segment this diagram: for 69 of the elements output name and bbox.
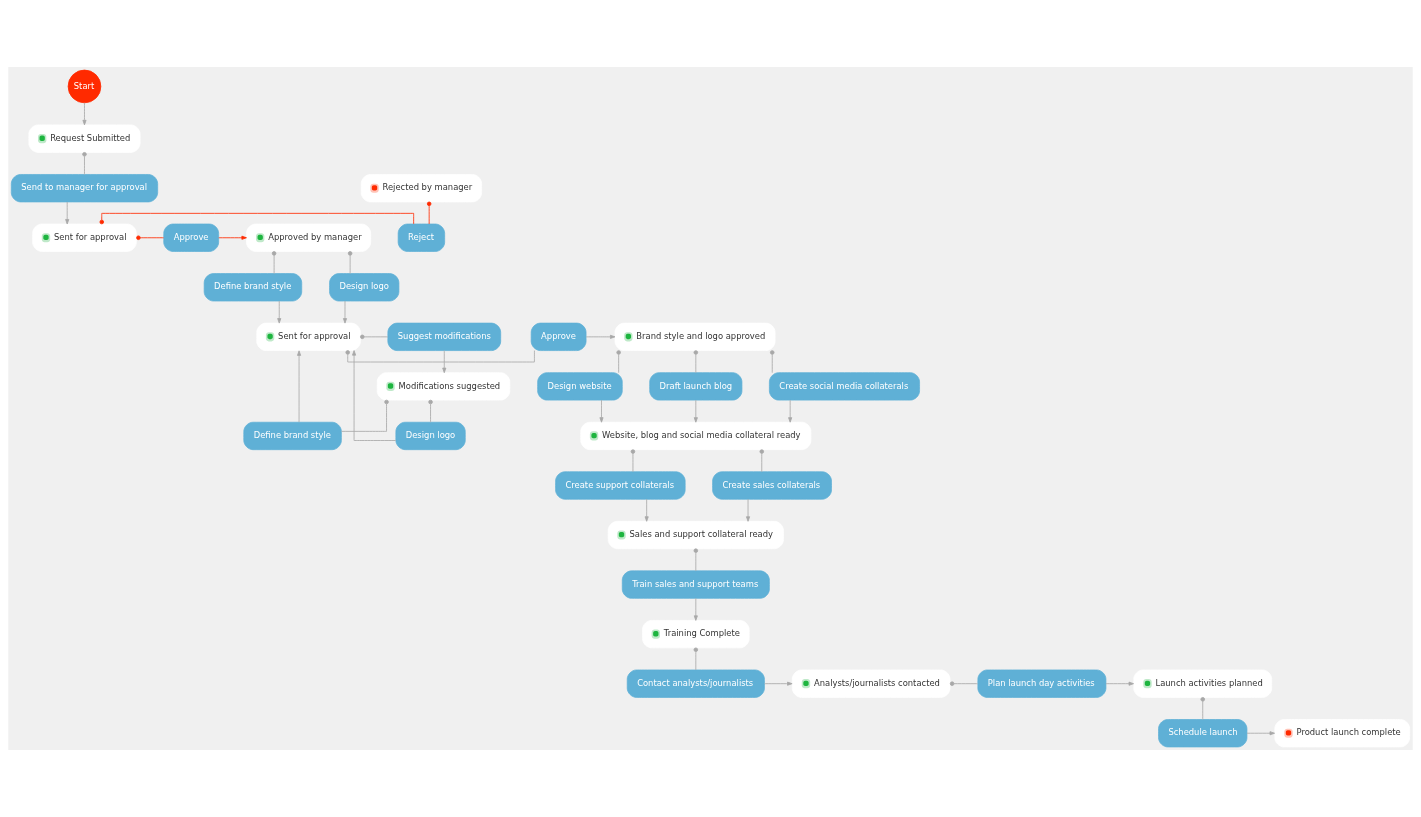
connector <box>99 212 415 225</box>
arrow <box>218 235 247 240</box>
node-box: Plan launch day activities <box>977 669 1107 698</box>
arrow <box>788 399 793 423</box>
connector <box>347 251 353 274</box>
arrow <box>599 399 604 423</box>
arrow <box>352 350 397 441</box>
node-box: Design logo <box>395 421 466 451</box>
connector <box>360 334 389 340</box>
connector <box>271 251 277 274</box>
connector <box>693 548 699 572</box>
node-box: Suggest modifications <box>387 322 502 351</box>
node-box: Sent for approval <box>32 223 137 252</box>
node-box: Launch activities planned <box>1133 669 1273 698</box>
node-box: Train sales and support teams <box>621 570 770 599</box>
arrow <box>764 681 793 686</box>
connector <box>693 350 699 374</box>
arrow <box>277 300 282 324</box>
node-box: Define brand style <box>203 273 303 302</box>
node-box: Reject <box>397 223 446 252</box>
node-box: Analysts/journalists contacted <box>791 669 951 698</box>
node-box: Sent for approval <box>256 322 361 351</box>
arrow <box>693 399 698 423</box>
node-box: Request Submitted <box>28 124 141 153</box>
arrow <box>342 300 347 324</box>
node-box: Website, blog and social media collateral ready <box>580 421 812 451</box>
node-box: Contact analysts/journalists <box>626 669 765 698</box>
node-box: Approved by manager <box>246 223 372 252</box>
node-box: Brand style and logo approved <box>614 322 776 351</box>
arrow <box>693 597 698 621</box>
connector <box>616 350 621 374</box>
node-box: Define brand style <box>243 421 342 451</box>
node-box: Training Complete <box>642 620 750 649</box>
node-box: Create support collaterals <box>555 471 686 500</box>
connector <box>136 235 164 240</box>
arrow <box>82 102 87 126</box>
node-box: Create social media collaterals <box>769 372 920 401</box>
connector <box>82 152 87 175</box>
node-box: Rejected by manager <box>360 174 482 203</box>
connector <box>1200 697 1205 720</box>
node-box: Product launch complete <box>1274 719 1411 748</box>
node-box: Approve <box>163 223 219 252</box>
node-box: Sales and support collateral ready <box>607 520 784 550</box>
node-box: Design website <box>537 372 623 401</box>
arrow <box>746 498 751 522</box>
arrow <box>297 350 302 423</box>
node-box: Send to manager for approval <box>10 174 159 203</box>
node-circle: Start <box>67 69 102 104</box>
node-box: Modifications suggested <box>376 372 511 401</box>
arrow <box>65 201 70 225</box>
arrow <box>1105 681 1134 686</box>
node-box: Create sales collaterals <box>712 471 832 500</box>
connector <box>426 201 432 225</box>
connector <box>949 681 979 686</box>
node-box: Draft launch blog <box>649 372 743 401</box>
connector <box>345 350 535 363</box>
node-box: Schedule launch <box>1158 719 1248 748</box>
connector <box>693 647 699 671</box>
node-box: Approve <box>530 322 587 351</box>
arrow <box>644 498 649 522</box>
connector <box>341 399 389 432</box>
arrow <box>442 350 447 374</box>
arrow <box>1246 731 1275 736</box>
connector <box>770 350 775 374</box>
connector <box>428 399 433 423</box>
connector <box>630 449 636 473</box>
arrow <box>585 334 616 339</box>
connector <box>759 449 764 473</box>
node-box: Design logo <box>329 273 400 302</box>
